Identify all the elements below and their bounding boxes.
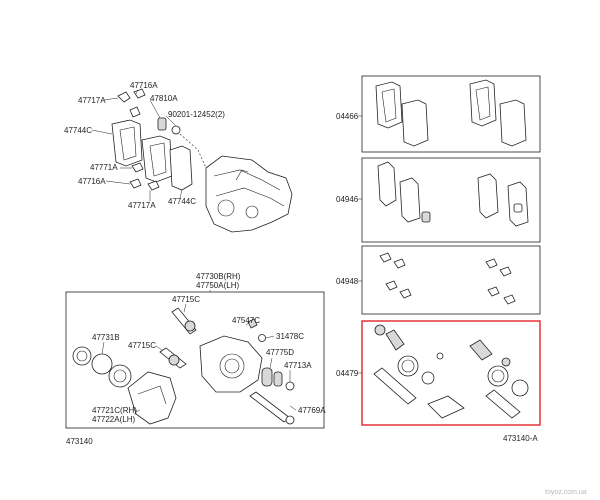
caliper-assembly-parts <box>72 307 295 425</box>
label-04946: 04946 <box>336 195 359 204</box>
label-47730b: 47730B(RH) <box>196 272 241 281</box>
caliper-bolt-1[interactable] <box>157 117 167 131</box>
kit-04466-parts <box>375 79 527 147</box>
label-04479: 04479 <box>336 369 359 378</box>
kit-box-04946[interactable] <box>361 157 541 243</box>
kit-04479-parts <box>373 324 529 419</box>
label-47769a: 47769A <box>298 406 326 415</box>
watermark: toyoz.com.ua <box>545 489 587 496</box>
pad-clip-mid[interactable] <box>129 106 141 118</box>
label-47771a: 47771A <box>90 163 118 172</box>
label-47810a: 47810A <box>150 94 178 103</box>
label-47744c-right: 47744C <box>168 197 196 206</box>
label-47775d: 47775D <box>266 348 294 357</box>
kit-box-04466[interactable] <box>361 75 541 153</box>
label-47713a: 47713A <box>284 361 312 370</box>
label-47717a-top: 47717A <box>78 96 106 105</box>
kit-box-04948[interactable] <box>361 245 541 315</box>
label-47715c-top: 47715C <box>172 295 200 304</box>
pad-clip-bot-3[interactable] <box>147 180 160 191</box>
label-47716a-bot: 47716A <box>78 177 106 186</box>
caliper-bolt-washer[interactable] <box>171 125 181 135</box>
label-47744c-left: 47744C <box>64 126 92 135</box>
label-04466: 04466 <box>336 112 359 121</box>
caliper-assembly-box[interactable] <box>65 291 325 429</box>
caliper-piston[interactable] <box>108 364 132 388</box>
dust-boot-2[interactable] <box>273 371 283 387</box>
bleeder-cap[interactable] <box>258 334 266 342</box>
brake-caliper-upper[interactable] <box>205 155 293 233</box>
label-04948: 04948 <box>336 277 359 286</box>
kit-04946-parts <box>377 161 529 227</box>
caliper-bracket[interactable] <box>127 371 177 425</box>
pad-clip-top-2[interactable] <box>133 88 146 99</box>
pad-shim-right[interactable] <box>169 145 193 191</box>
label-47717a-bot: 47717A <box>128 201 156 210</box>
dust-boot-1[interactable] <box>261 367 273 387</box>
figure-number-right: 473140-A <box>503 434 538 443</box>
pad-clip-top-1[interactable] <box>117 91 131 103</box>
label-47715c-mid: 47715C <box>128 341 156 350</box>
figure-number-left: 473140 <box>66 437 93 446</box>
pad-clip-bot-1[interactable] <box>131 162 144 173</box>
kit-04948-parts <box>379 252 516 305</box>
piston-seal[interactable] <box>72 346 92 366</box>
bushing[interactable] <box>285 381 295 391</box>
label-47547c: 47547C <box>232 316 260 325</box>
label-47731b: 47731B <box>92 333 120 342</box>
bleeder-screw[interactable] <box>247 318 258 329</box>
label-47722a: 47722A(LH) <box>92 415 135 424</box>
piston-boot[interactable] <box>91 353 113 375</box>
label-47716a-top: 47716A <box>130 81 158 90</box>
slide-pin-bottom[interactable] <box>249 391 291 423</box>
label-47721c: 47721C(RH) <box>92 406 137 415</box>
label-31478c: 31478C <box>276 332 304 341</box>
label-47750a: 47750A(LH) <box>196 281 239 290</box>
label-90201: 90201-12452(2) <box>168 110 225 119</box>
caliper-body[interactable] <box>199 335 263 393</box>
upper-assembly <box>91 88 293 233</box>
pad-clip-bot-2[interactable] <box>129 178 142 189</box>
